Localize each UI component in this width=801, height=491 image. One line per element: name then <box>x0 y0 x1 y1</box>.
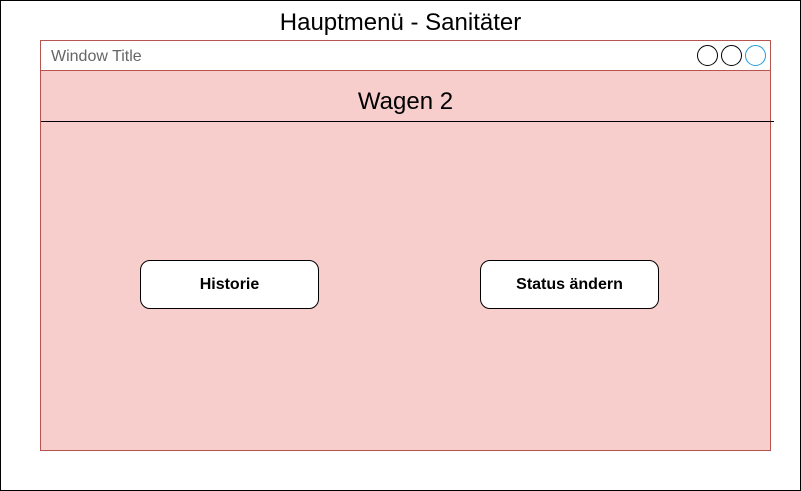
window-controls <box>697 45 766 66</box>
header-title: Wagen 2 <box>357 88 454 115</box>
window-titlebar[interactable]: Window Title <box>41 41 770 71</box>
window-control-3-circle-icon[interactable] <box>745 45 766 66</box>
window-title: Window Title <box>51 48 142 65</box>
status-aendern-button[interactable]: Status ändern <box>480 260 659 309</box>
app-window: Window Title Wagen 2 Historie Status änd… <box>40 40 774 451</box>
historie-button[interactable]: Historie <box>140 260 319 309</box>
page-title: Hauptmenü - Sanitäter <box>279 9 522 36</box>
window-control-1-circle-icon[interactable] <box>697 45 718 66</box>
window-header: Wagen 2 <box>41 71 774 122</box>
window-control-2-circle-icon[interactable] <box>721 45 742 66</box>
